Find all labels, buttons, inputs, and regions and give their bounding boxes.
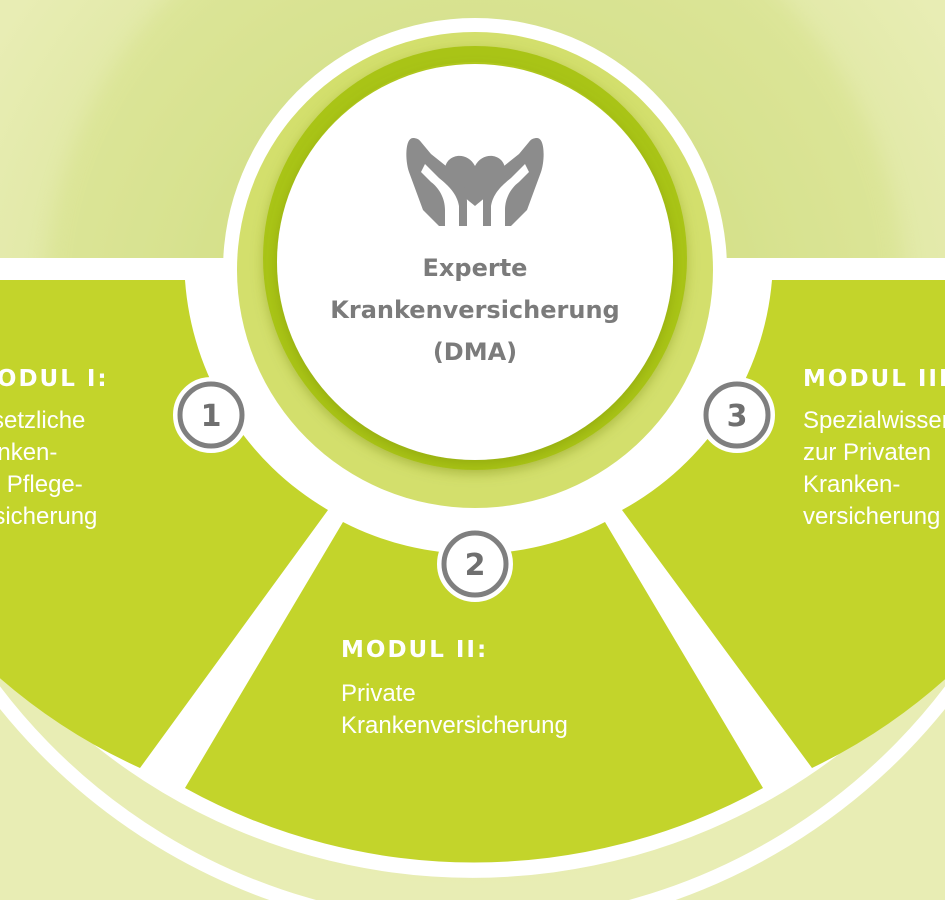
center-title-line-3: (DMA) — [433, 338, 517, 366]
module-2-badge[interactable]: 2 — [437, 526, 513, 602]
outer-arc-border — [0, 686, 945, 900]
module-3-heading: MODUL III: — [803, 366, 945, 392]
module-1-line-4: versicherung — [0, 503, 97, 530]
center-circle[interactable] — [277, 64, 673, 460]
module-3-line-4: versicherung — [803, 503, 940, 530]
module-1-heading: MODUL I: — [0, 366, 109, 392]
module-3-badge[interactable]: 3 — [699, 377, 775, 453]
segment-module-3[interactable] — [622, 280, 945, 768]
module-1-line-2: Kranken- — [0, 439, 57, 466]
segment-module-1[interactable] — [0, 280, 328, 768]
module-2-heading: MODUL II: — [341, 637, 488, 663]
module-2-line-2: Krankenversicherung — [341, 712, 568, 739]
module-2-text: MODUL II: Private Krankenversicherung — [341, 637, 568, 739]
module-3-number: 3 — [727, 399, 748, 434]
module-1-line-1: Gesetzliche — [0, 407, 85, 434]
center-title-line-2: Krankenversicherung — [330, 296, 619, 324]
segment-module-2[interactable] — [185, 522, 763, 863]
module-2-number: 2 — [465, 548, 486, 583]
module-2-line-1: Private — [341, 680, 416, 707]
module-1-badge[interactable]: 1 — [173, 377, 249, 453]
module-1-text: MODUL I: Gesetzliche Kranken- und Pflege… — [0, 366, 109, 530]
module-3-line-1: Spezialwissen — [803, 407, 945, 434]
module-3-text: MODUL III: Spezialwissen zur Privaten Kr… — [803, 366, 945, 530]
module-1-number: 1 — [201, 399, 222, 434]
module-3-line-3: Kranken- — [803, 471, 900, 498]
center-title: Experte Krankenversicherung (DMA) — [330, 254, 619, 366]
hands-heart-icon — [406, 138, 544, 226]
module-1-line-3: und Pflege- — [0, 471, 83, 498]
module-3-line-2: zur Privaten — [803, 439, 931, 466]
center-title-line-1: Experte — [423, 254, 528, 282]
